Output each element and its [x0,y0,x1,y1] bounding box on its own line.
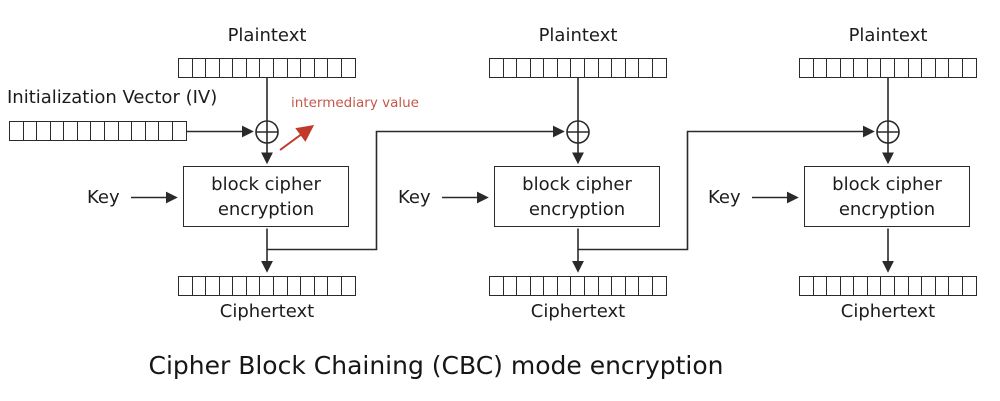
chain-to-next-xor-arrow [578,125,875,251]
xor-icon [255,120,279,144]
wires-block-1 [131,78,565,273]
intermediary-value-label: intermediary value [291,95,419,111]
register-cell [651,58,667,78]
ciphertext-label: Ciphertext [219,301,315,322]
ciphertext-label: Ciphertext [840,301,936,322]
diagram-caption: Cipher Block Chaining (CBC) mode encrypt… [148,351,724,380]
plaintext-register [799,58,977,78]
register-cell [340,58,356,78]
key-label: Key [87,187,120,208]
register-cell [651,276,667,296]
plaintext-label: Plaintext [538,25,618,46]
ciphertext-register [178,276,356,296]
plaintext-label: Plaintext [848,25,928,46]
plaintext-label: Plaintext [227,25,307,46]
xor-icon [876,120,900,144]
register-cell [340,276,356,296]
intermediary-value-arrow [279,124,315,151]
iv-label: Initialization Vector (IV) [7,87,218,108]
plaintext-register [489,58,667,78]
block-cipher-encryption-box: block cipher encryption [804,166,970,227]
key-label: Key [398,187,431,208]
wires-block-2 [442,78,875,273]
block-cipher-encryption-box: block cipher encryption [183,166,349,227]
wires-block-3 [752,78,900,273]
ciphertext-label: Ciphertext [530,301,626,322]
chain-to-next-xor-arrow [267,125,565,251]
plaintext-register [178,58,356,78]
ciphertext-register [489,276,667,296]
register-cell [961,58,977,78]
register-cell [961,276,977,296]
key-label: Key [708,187,741,208]
xor-icon [566,120,590,144]
ciphertext-register [799,276,977,296]
block-cipher-encryption-box: block cipher encryption [494,166,660,227]
register-cell [171,121,187,141]
iv-register [9,121,187,141]
